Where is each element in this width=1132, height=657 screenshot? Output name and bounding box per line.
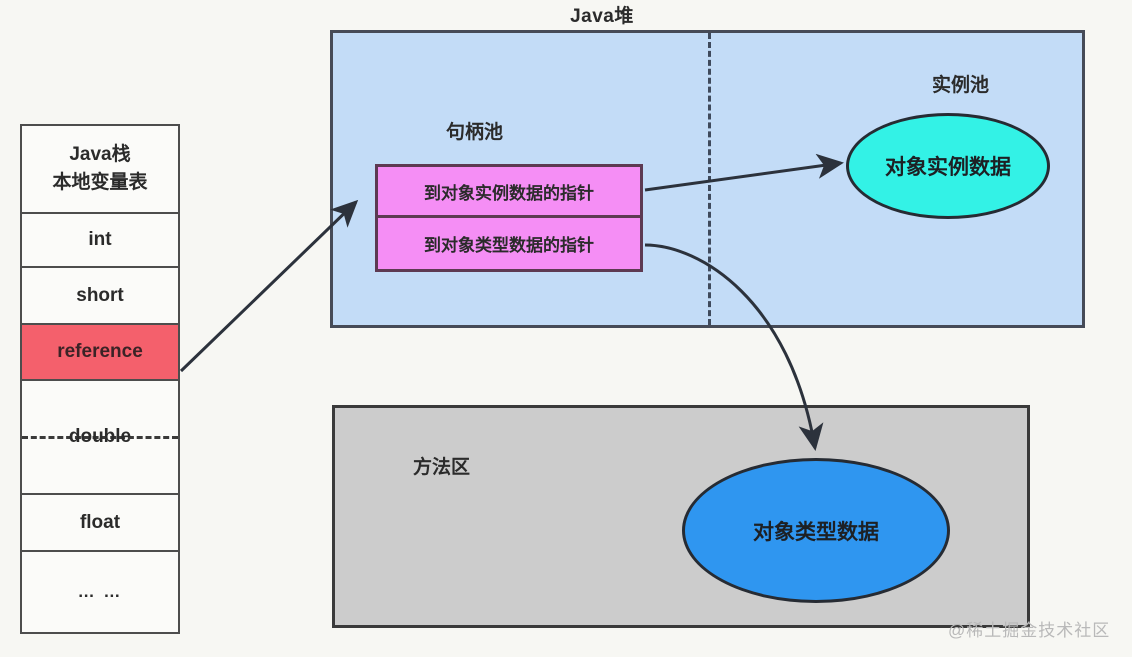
handle-row-instance-pointer: 到对象实例数据的指针 xyxy=(378,167,640,218)
object-instance-data-ellipse: 对象实例数据 xyxy=(846,113,1050,219)
watermark: @稀土掘金技术社区 xyxy=(948,621,1111,640)
stack-row-ellipsis-label: … … xyxy=(77,582,123,601)
stack-row-header: Java栈 本地变量表 xyxy=(22,126,178,214)
stack-row-int-label: int xyxy=(88,229,112,250)
object-type-data-ellipse: 对象类型数据 xyxy=(682,458,950,603)
double-slot-divider xyxy=(22,436,178,439)
method-area-label: 方法区 xyxy=(413,457,471,478)
stack-row-double: double xyxy=(22,381,178,495)
handle-pool-label: 句柄池 xyxy=(446,122,504,143)
handle-box: 到对象实例数据的指针 到对象类型数据的指针 xyxy=(375,164,643,272)
stack-row-float-label: float xyxy=(79,511,121,533)
object-instance-data-label: 对象实例数据 xyxy=(885,156,1011,179)
handle-row-instance-pointer-label: 到对象实例数据的指针 xyxy=(424,183,594,203)
object-type-data-label: 对象类型数据 xyxy=(753,520,879,544)
heap-divider-dashed xyxy=(708,33,711,325)
stack-row-float: float xyxy=(22,495,178,552)
stack-header-line1: Java栈 xyxy=(69,144,131,166)
stack-row-short-label: short xyxy=(76,284,124,306)
heap-title: Java堆 xyxy=(0,1,1132,28)
stack-row-int: int xyxy=(22,214,178,268)
handle-row-type-pointer-label: 到对象类型数据的指针 xyxy=(424,236,594,255)
stack-row-ellipsis: … … xyxy=(22,552,178,632)
stack-header-line2: 本地变量表 xyxy=(52,172,148,193)
handle-row-type-pointer: 到对象类型数据的指针 xyxy=(378,218,640,269)
stack-row-reference-label: reference xyxy=(57,341,143,362)
stack-row-double-label: double xyxy=(68,426,132,447)
instance-pool-label: 实例池 xyxy=(932,75,990,96)
java-stack-table: Java栈 本地变量表 int short reference double f… xyxy=(20,124,180,634)
heap-title-text: Java堆 xyxy=(570,6,634,27)
stack-row-reference: reference xyxy=(22,325,178,381)
stack-row-short: short xyxy=(22,268,178,325)
